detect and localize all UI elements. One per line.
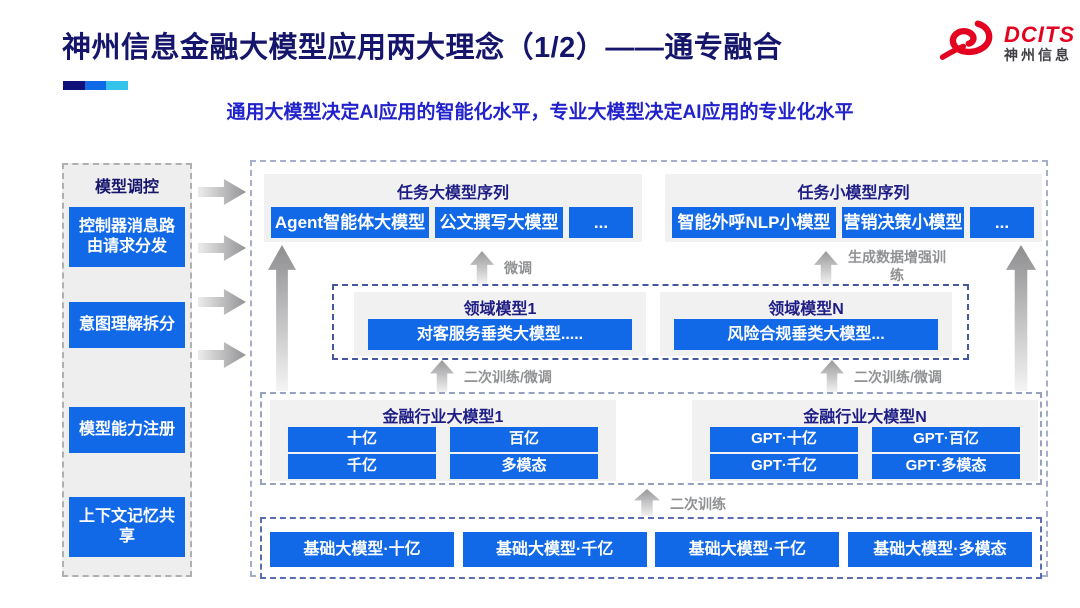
model-chip-base-100b-2: 基础大模型·千亿 — [655, 532, 840, 567]
right-arrow-icon — [198, 179, 246, 205]
model-chip-document: 公文撰写大模型 — [435, 207, 563, 238]
accent-segment-cyan — [106, 81, 128, 90]
fine-tune-label: 微调 — [504, 260, 532, 276]
model-chip-more: ... — [569, 207, 633, 238]
model-chip-gpt-100b: GPT·千亿 — [710, 454, 858, 479]
model-chip-more: ... — [970, 207, 1034, 238]
up-arrow-icon — [470, 251, 494, 284]
model-chip-agent: Agent智能体大模型 — [271, 207, 429, 238]
model-chip-1b: 十亿 — [288, 427, 436, 452]
retrain-ft-right-label: 二次训练/微调 — [854, 369, 942, 385]
sidebar-item-context: 上下文记忆共享 — [69, 497, 185, 557]
up-arrow-icon — [634, 489, 660, 516]
sidebar-item-capability: 模型能力注册 — [69, 407, 185, 453]
industry-group-1: 金融行业大模型1 十亿 百亿 千亿 多模态 — [270, 400, 616, 481]
up-arrow-icon — [268, 245, 296, 391]
domain-group-1-title: 领域模型1 — [463, 301, 537, 318]
right-arrow-icon — [198, 342, 246, 368]
logo-brand-text: DCITS — [1004, 21, 1075, 47]
accent-segment-blue — [85, 81, 106, 90]
logo-brand-cn-text: 神州信息 — [1004, 47, 1072, 64]
model-chip-customer-service: 对客服务垂类大模型..... — [368, 319, 632, 350]
task-small-title: 任务小模型序列 — [797, 185, 910, 202]
domain-model-box: 领域模型1 对客服务垂类大模型..... 领域模型N 风险合规垂类大模型... — [332, 284, 969, 360]
page-title: 神州信息金融大模型应用两大理念（1/2）——通专融合 — [62, 32, 783, 64]
up-arrow-icon — [430, 360, 454, 392]
up-arrow-icon — [814, 251, 838, 284]
retrain-ft-left-label: 二次训练/微调 — [464, 369, 552, 385]
model-chip-base-100b: 基础大模型·千亿 — [462, 532, 647, 567]
industry-group-1-title: 金融行业大模型1 — [382, 409, 504, 426]
model-chip-nlp-call: 智能外呼NLP小模型 — [672, 207, 836, 238]
task-large-title: 任务大模型序列 — [396, 185, 509, 202]
dcits-logo: DCITS 神州信息 — [938, 16, 1075, 69]
model-chip-base-multimodal: 基础大模型·多模态 — [847, 532, 1032, 567]
industry-group-n: 金融行业大模型N GPT·十亿 GPT·百亿 GPT·千亿 GPT·多模态 — [692, 400, 1038, 481]
right-arrow-icon — [198, 289, 246, 315]
up-arrow-icon — [820, 360, 844, 392]
model-chip-gpt-multimodal: GPT·多模态 — [872, 454, 1020, 479]
accent-bar — [63, 81, 128, 90]
up-arrow-icon — [1006, 245, 1036, 391]
model-chip-gpt-10b: GPT·百亿 — [872, 427, 1020, 452]
model-chip-marketing: 营销决策小模型 — [842, 207, 964, 238]
retrain-label: 二次训练 — [670, 496, 726, 512]
model-architecture-box: 任务大模型序列 Agent智能体大模型 公文撰写大模型 ... 任务小模型序列 … — [250, 160, 1048, 579]
subtitle: 通用大模型决定AI应用的智能化水平，专业大模型决定AI应用的专业化水平 — [226, 102, 854, 123]
sidebar-title: 模型调控 — [94, 179, 159, 196]
gen-data-train-label: 生成数据增强训练 — [848, 249, 946, 284]
domain-group-1: 领域模型1 对客服务垂类大模型..... — [354, 292, 646, 356]
sidebar-item-router: 控制器消息路由请求分发 — [69, 207, 185, 267]
model-chip-base-1b: 基础大模型·十亿 — [270, 532, 454, 567]
accent-segment-navy — [63, 81, 85, 90]
domain-group-n: 领域模型N 风险合规垂类大模型... — [660, 292, 952, 356]
right-arrow-icon — [198, 235, 246, 261]
industry-model-box: 金融行业大模型1 十亿 百亿 千亿 多模态 金融行业大模型N GPT·十亿 GP… — [260, 392, 1042, 485]
model-chip-gpt-1b: GPT·十亿 — [710, 427, 858, 452]
domain-group-n-title: 领域模型N — [768, 301, 844, 318]
model-control-sidebar: 模型调控 控制器消息路由请求分发 意图理解拆分 模型能力注册 上下文记忆共享 — [62, 163, 192, 577]
model-chip-10b: 百亿 — [450, 427, 598, 452]
task-large-model-group: 任务大模型序列 Agent智能体大模型 公文撰写大模型 ... — [264, 174, 642, 242]
base-model-box: 基础大模型·十亿 基础大模型·千亿 基础大模型·千亿 基础大模型·多模态 — [260, 517, 1042, 579]
model-chip-100b: 千亿 — [288, 454, 436, 479]
model-chip-risk-compliance: 风险合规垂类大模型... — [674, 319, 938, 350]
model-chip-multimodal: 多模态 — [450, 454, 598, 479]
dcits-swirl-icon — [938, 16, 996, 69]
industry-group-n-title: 金融行业大模型N — [803, 409, 927, 426]
sidebar-item-intent: 意图理解拆分 — [69, 302, 185, 348]
task-small-model-group: 任务小模型序列 智能外呼NLP小模型 营销决策小模型 ... — [665, 174, 1042, 242]
